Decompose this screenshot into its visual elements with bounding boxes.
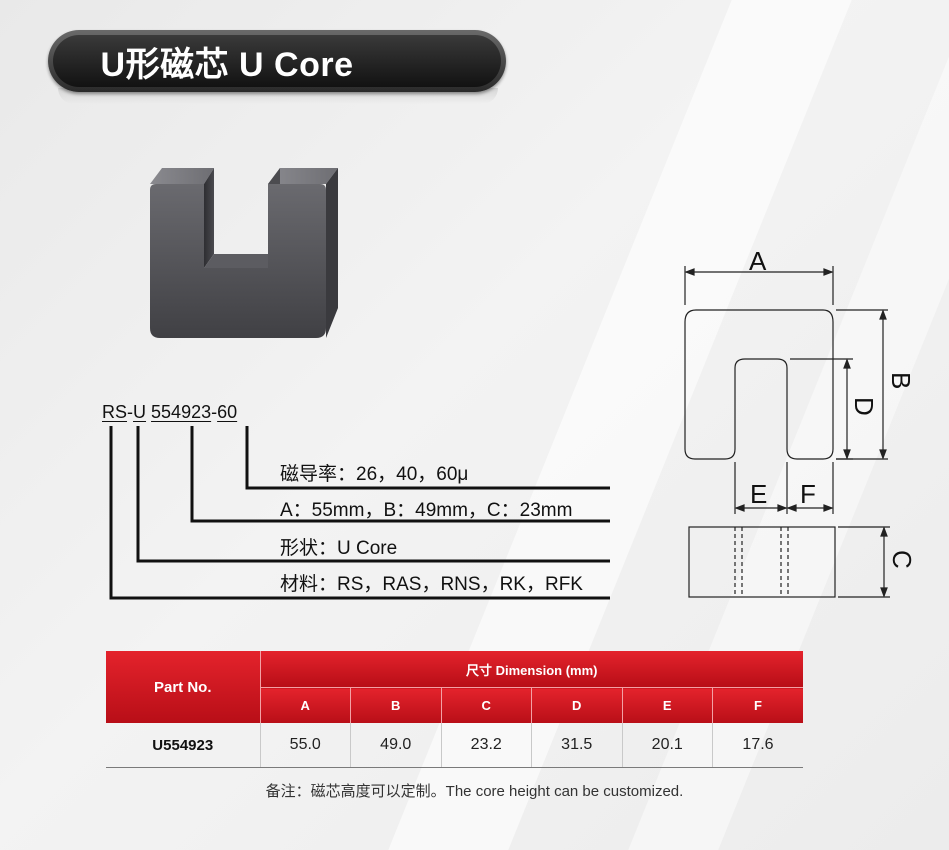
table-cell: 55.0: [259, 723, 351, 768]
part-code-sep: -: [211, 402, 218, 422]
title-shadow: [58, 88, 498, 104]
part-code-prefix: RS: [102, 402, 128, 422]
table-cell: 49.0: [350, 723, 441, 768]
dimension-table: Part No. 尺寸 Dimension (mm) A B C D E F U…: [106, 651, 803, 768]
dim-label-d: D: [849, 397, 879, 416]
table-col-header: D: [531, 687, 622, 723]
table-col-header: C: [440, 687, 532, 723]
table-header-dimension: 尺寸 Dimension (mm): [259, 651, 803, 688]
table-col-header: F: [712, 687, 803, 723]
table-cell: 31.5: [531, 723, 622, 768]
shape-text: 形状：U Core: [280, 538, 398, 559]
table-header-part: Part No.: [106, 651, 260, 723]
table-cell: 17.6: [712, 723, 803, 768]
table-col-header: A: [259, 687, 351, 723]
part-code-perm: 60: [217, 402, 238, 422]
dimensions-text: A：55mm，B：49mm，C：23mm: [280, 500, 573, 521]
dim-label-b: B: [886, 372, 916, 389]
part-code: RS-U 554923-60: [102, 402, 237, 423]
table-col-header: B: [350, 687, 441, 723]
title-pill-inner: U形磁芯 U Core: [53, 35, 501, 87]
part-code-size: 554923: [151, 402, 212, 422]
dim-label-c: C: [887, 550, 917, 569]
dim-label-a: A: [749, 246, 767, 276]
page-title: U形磁芯 U Core: [100, 45, 354, 84]
permeability-text: 磁导率：26，40，60μ: [280, 464, 469, 485]
dim-label-e: E: [750, 479, 767, 509]
table-col-header: E: [621, 687, 713, 723]
dim-label-f: F: [800, 479, 816, 509]
material-text: 材料：RS，RAS，RNS，RK，RFK: [280, 574, 583, 595]
note-text: 备注：磁芯高度可以定制。The core height can be custo…: [265, 783, 684, 800]
u-core-3d-image: [150, 168, 338, 338]
part-code-shape: U: [133, 402, 147, 422]
table-cell: 20.1: [621, 723, 713, 768]
table-row: U554923 55.0 49.0 23.2 31.5 20.1 17.6: [106, 723, 803, 768]
title-banner: U形磁芯 U Core: [48, 30, 506, 104]
table-cell: 23.2: [440, 723, 532, 768]
part-code-sep: -: [127, 402, 134, 422]
table-cell-part: U554923: [106, 723, 260, 768]
title-pill: U形磁芯 U Core: [48, 30, 506, 92]
